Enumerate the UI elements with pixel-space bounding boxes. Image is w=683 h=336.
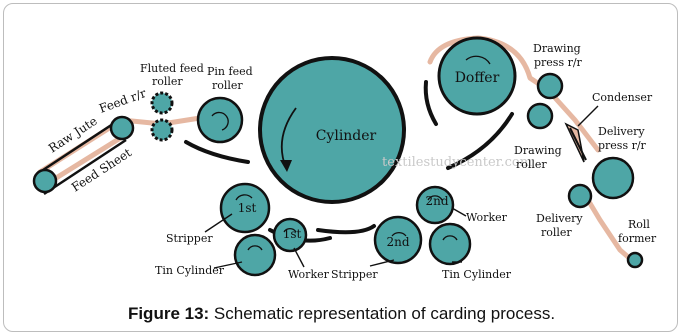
delivery-roller-label-2: roller	[541, 226, 572, 239]
casing-left	[184, 140, 250, 164]
pin-feed-roller-label-1: Pin feed	[207, 65, 253, 78]
direction-arrow-tin-right	[442, 235, 458, 241]
feed-roller	[109, 115, 135, 141]
first-worker-roller	[272, 217, 308, 253]
fluted-feed-roller-top	[150, 91, 174, 115]
doffer-roller	[437, 36, 517, 116]
feed-sheet	[39, 116, 127, 196]
roll-former-label-2: former	[618, 232, 657, 245]
worker-right-label: Worker	[466, 211, 508, 224]
pointer-stripper-bottom	[369, 259, 395, 267]
drawing-press-label-1: Drawing	[533, 42, 581, 55]
delivery-press-label-1: Delivery	[598, 125, 645, 138]
direction-arrow-pin	[211, 111, 229, 131]
drawing-roller-label-1: Drawing	[514, 144, 562, 157]
pointer-condenser	[577, 105, 599, 127]
tin-cylinder-left-label: Tin Cylinder	[155, 264, 225, 277]
caption-text: Schematic representation of carding proc…	[209, 304, 556, 323]
pointer-worker-right	[451, 207, 467, 217]
worker-bottom-label: Worker	[288, 268, 330, 281]
direction-arrow-stripper-1	[235, 194, 253, 201]
roll-former-label-1: Roll	[628, 218, 650, 231]
drawing-press-roller	[536, 72, 564, 100]
direction-arrow-tin-left	[247, 245, 263, 251]
first-worker-roll-label: 1st	[283, 227, 302, 241]
caption-prefix: Figure 13:	[127, 304, 210, 323]
first-stripper-roll-label: 1st	[238, 201, 257, 215]
condenser-label: Condenser	[592, 91, 653, 104]
delivery-roller-label-1: Delivery	[536, 212, 583, 225]
pin-feed-roller-label-2: roller	[212, 79, 243, 92]
feed-sheet-end-roller	[32, 168, 58, 194]
cylinder-label: Cylinder	[316, 128, 377, 144]
pointer-tin-left	[213, 261, 243, 269]
cylinder-rotation-arrowhead	[280, 160, 292, 172]
left-tin-cylinder	[233, 233, 277, 277]
doffer-label: Doffer	[455, 70, 500, 86]
direction-arrow-doffer	[465, 55, 491, 65]
drawing-roller	[526, 102, 554, 130]
feed-rr-label: Feed r/r	[97, 86, 148, 116]
watermark: textilestudycenter.com	[382, 155, 532, 170]
stripper-bottom-label: Stripper	[331, 268, 378, 281]
second-stripper-roller	[373, 215, 423, 265]
condenser	[564, 122, 587, 163]
figure-caption: Figure 13: Schematic representation of c…	[0, 304, 683, 324]
right-tin-cylinder	[428, 222, 472, 266]
main-cylinder	[258, 56, 406, 204]
stripper-left-label: Stripper	[166, 232, 213, 245]
pin-feed-roller	[196, 96, 244, 144]
direction-arrow-stripper-2	[391, 232, 407, 237]
delivery-roller	[567, 183, 593, 209]
delivery-press-label-2: press r/r	[598, 139, 647, 152]
casing-right	[446, 112, 514, 170]
roll-former	[626, 251, 644, 269]
casing-bottom-right	[316, 224, 376, 235]
delivery-press-roller	[591, 156, 635, 200]
direction-arrow-worker-2	[427, 195, 443, 201]
pointer-worker-bottom	[293, 247, 305, 268]
fluted-feed-roller-bottom	[150, 118, 174, 142]
direction-arrow-worker-1	[283, 228, 297, 233]
second-worker-roll-label: 2nd	[425, 194, 448, 208]
casing-doffer-left	[423, 80, 438, 126]
second-worker-roller	[415, 185, 455, 225]
pointer-stripper-left	[204, 213, 233, 233]
drawing-press-label-2: press r/r	[534, 56, 583, 69]
delivery-fibre	[579, 187, 637, 265]
second-stripper-roll-label: 2nd	[386, 235, 409, 249]
tin-cylinder-right-label: Tin Cylinder	[442, 268, 512, 281]
fluted-feed-roller-label-2: roller	[152, 75, 183, 88]
drawing-roller-label-2: roller	[516, 158, 547, 171]
first-stripper-roller	[219, 182, 271, 234]
fluted-feed-roller-label-1: Fluted feed	[140, 62, 204, 75]
